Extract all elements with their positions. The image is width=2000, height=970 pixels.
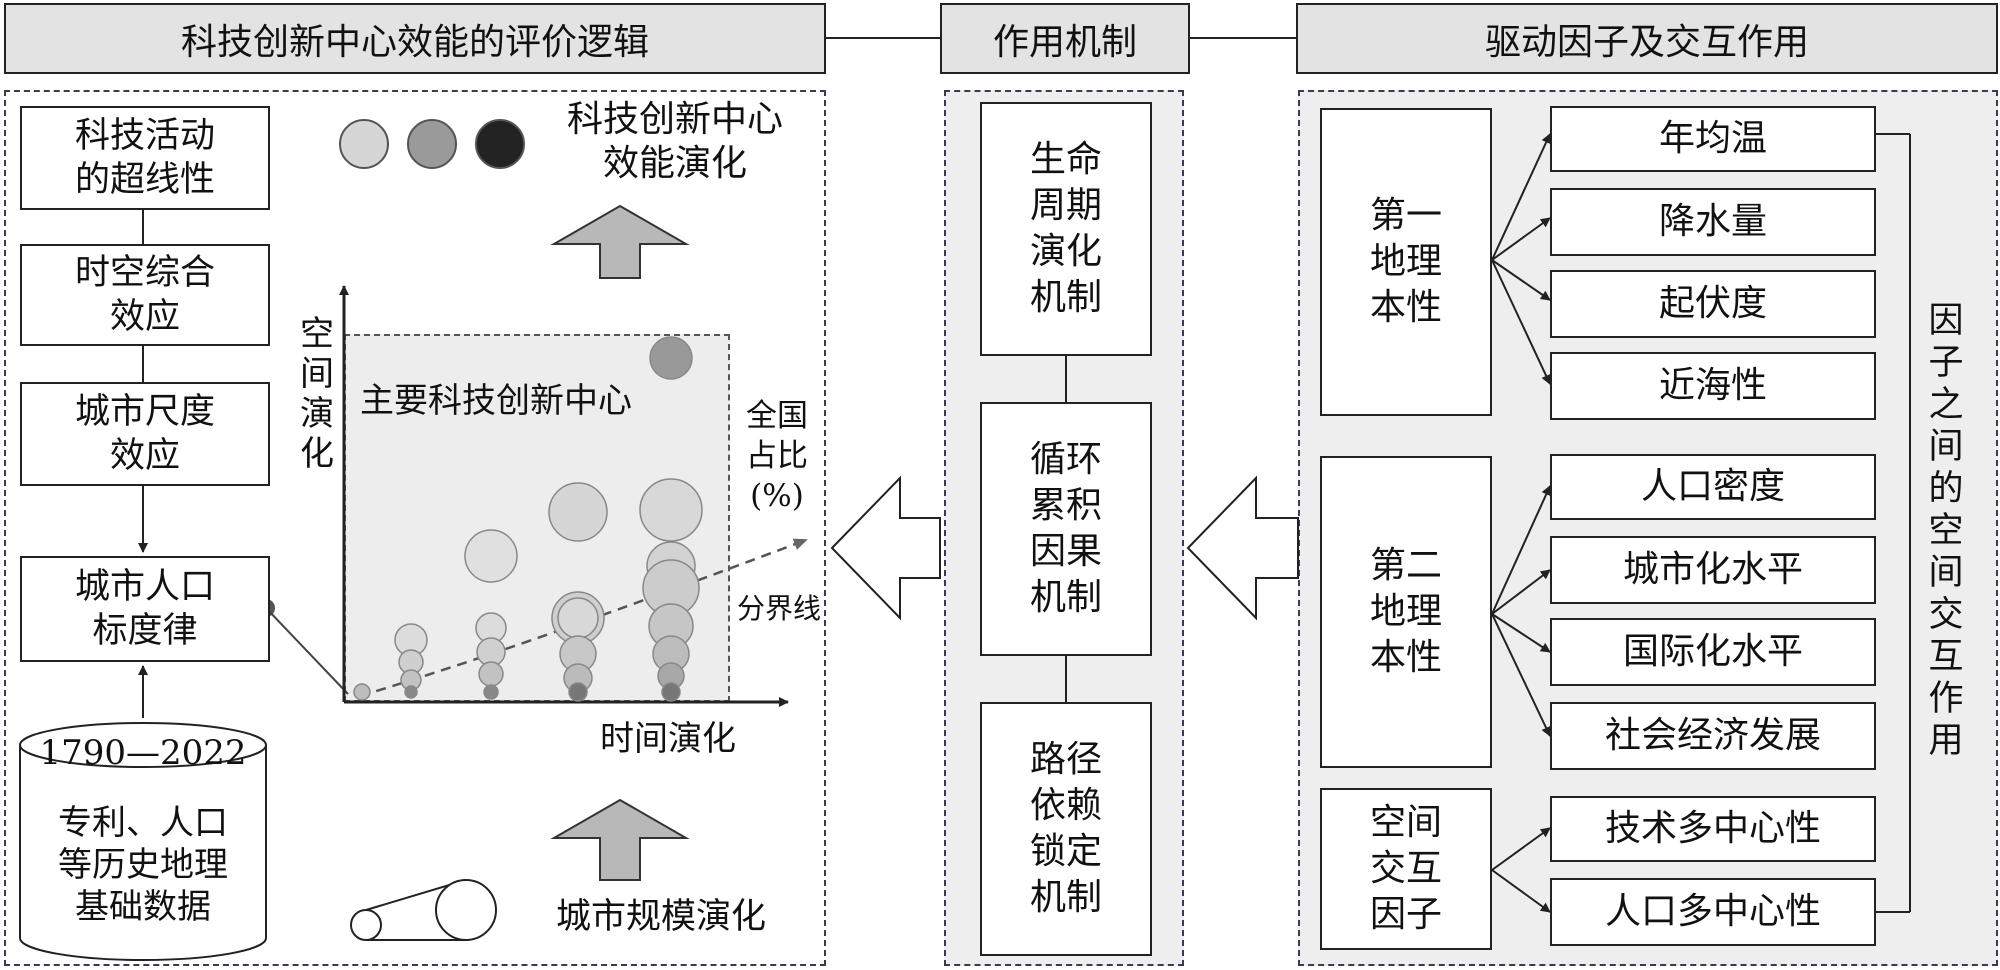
national-share-label: 全国 占比 (%): [746, 398, 808, 514]
bubble: [649, 336, 693, 380]
bubble: [483, 684, 499, 700]
database-years: 1790—2022: [39, 733, 247, 773]
factor-precipitation: 降水量: [1550, 188, 1876, 256]
boundary-label: 分界线: [736, 592, 821, 625]
header-evaluation-logic: 科技创新中心效能的评价逻辑: [4, 3, 826, 74]
database-label: 专利、人口 等历史地理 基础数据: [58, 803, 228, 927]
legend-circle-mid: [407, 119, 457, 169]
up-arrow-top: [550, 204, 690, 279]
up-arrow-bottom: [550, 798, 690, 881]
efficiency-evolution-label: 科技创新中心 效能演化: [566, 99, 783, 184]
step-urban-scaling-law: 城市人口 标度律: [20, 556, 270, 662]
factor-relief: 起伏度: [1550, 270, 1876, 338]
interaction-label: 因 子 之 间 的 空 间 交 互 作 用: [1928, 301, 1964, 761]
legend-circle-dark: [475, 119, 525, 169]
header-left-text: 科技创新中心效能的评价逻辑: [180, 21, 649, 63]
bubble: [639, 478, 703, 542]
factor-population-polycentricity: 人口多中心性: [1550, 878, 1876, 946]
bubbles: [353, 336, 703, 702]
factor-socioeconomic-development: 社会经济发展: [1550, 702, 1876, 770]
bubble: [353, 683, 371, 701]
header-middle-text: 作用机制: [992, 21, 1137, 63]
factor-population-density: 人口密度: [1550, 454, 1876, 520]
mechanism-cumulative-causation: 循环 累积 因果 机制: [980, 402, 1152, 656]
factor-internationalization: 国际化水平: [1550, 618, 1876, 686]
fan-arrows-group-1: [1491, 133, 1551, 385]
chart-title: 主要科技创新中心: [360, 381, 632, 421]
factor-technology-polycentricity: 技术多中心性: [1550, 796, 1876, 862]
group-first-nature: 第一 地理 本性: [1320, 108, 1492, 416]
header-driving-factors: 驱动因子及交互作用: [1296, 3, 1998, 74]
header-right-text: 驱动因子及交互作用: [1484, 21, 1809, 63]
left-panel: [4, 90, 826, 966]
database-cylinder: [19, 722, 267, 961]
legend-circle-light: [339, 119, 389, 169]
bubble: [404, 685, 418, 699]
group-second-nature: 第二 地理 本性: [1320, 456, 1492, 768]
city-scale-label: 城市规模演化: [555, 897, 766, 937]
header-mechanism: 作用机制: [940, 3, 1190, 74]
factor-urbanization: 城市化水平: [1550, 536, 1876, 604]
bubble: [661, 682, 681, 702]
mechanism-path-dependence: 路径 依赖 锁定 机制: [980, 702, 1152, 956]
pulley-icon: [350, 879, 497, 941]
bubble: [548, 482, 608, 542]
mechanism-lifecycle: 生命 周期 演化 机制: [980, 102, 1152, 356]
step-urban-scale-effect: 城市尺度 效应: [20, 382, 270, 486]
bubble: [464, 529, 518, 583]
bubble: [478, 661, 504, 687]
interaction-bracket: [1876, 133, 1911, 913]
step-spatiotemporal-effect: 时空综合 效应: [20, 244, 270, 346]
scaling-link-line: [265, 607, 349, 695]
big-arrow-left: [830, 475, 941, 621]
factor-annual-temperature: 年均温: [1550, 106, 1876, 172]
factor-coastal-proximity: 近海性: [1550, 352, 1876, 420]
bubble: [557, 597, 599, 639]
step-superlinearity: 科技活动 的超线性: [20, 106, 270, 210]
group-spatial-interaction: 空间 交互 因子: [1320, 788, 1492, 950]
fan-arrows-group-2: [1491, 485, 1551, 737]
x-axis-label: 时间演化: [600, 719, 736, 759]
y-axis-label: 空 间 演 化: [300, 314, 334, 474]
fan-arrows-group-3: [1491, 827, 1551, 913]
big-arrow-right: [1186, 475, 1299, 621]
bubble: [568, 682, 588, 702]
